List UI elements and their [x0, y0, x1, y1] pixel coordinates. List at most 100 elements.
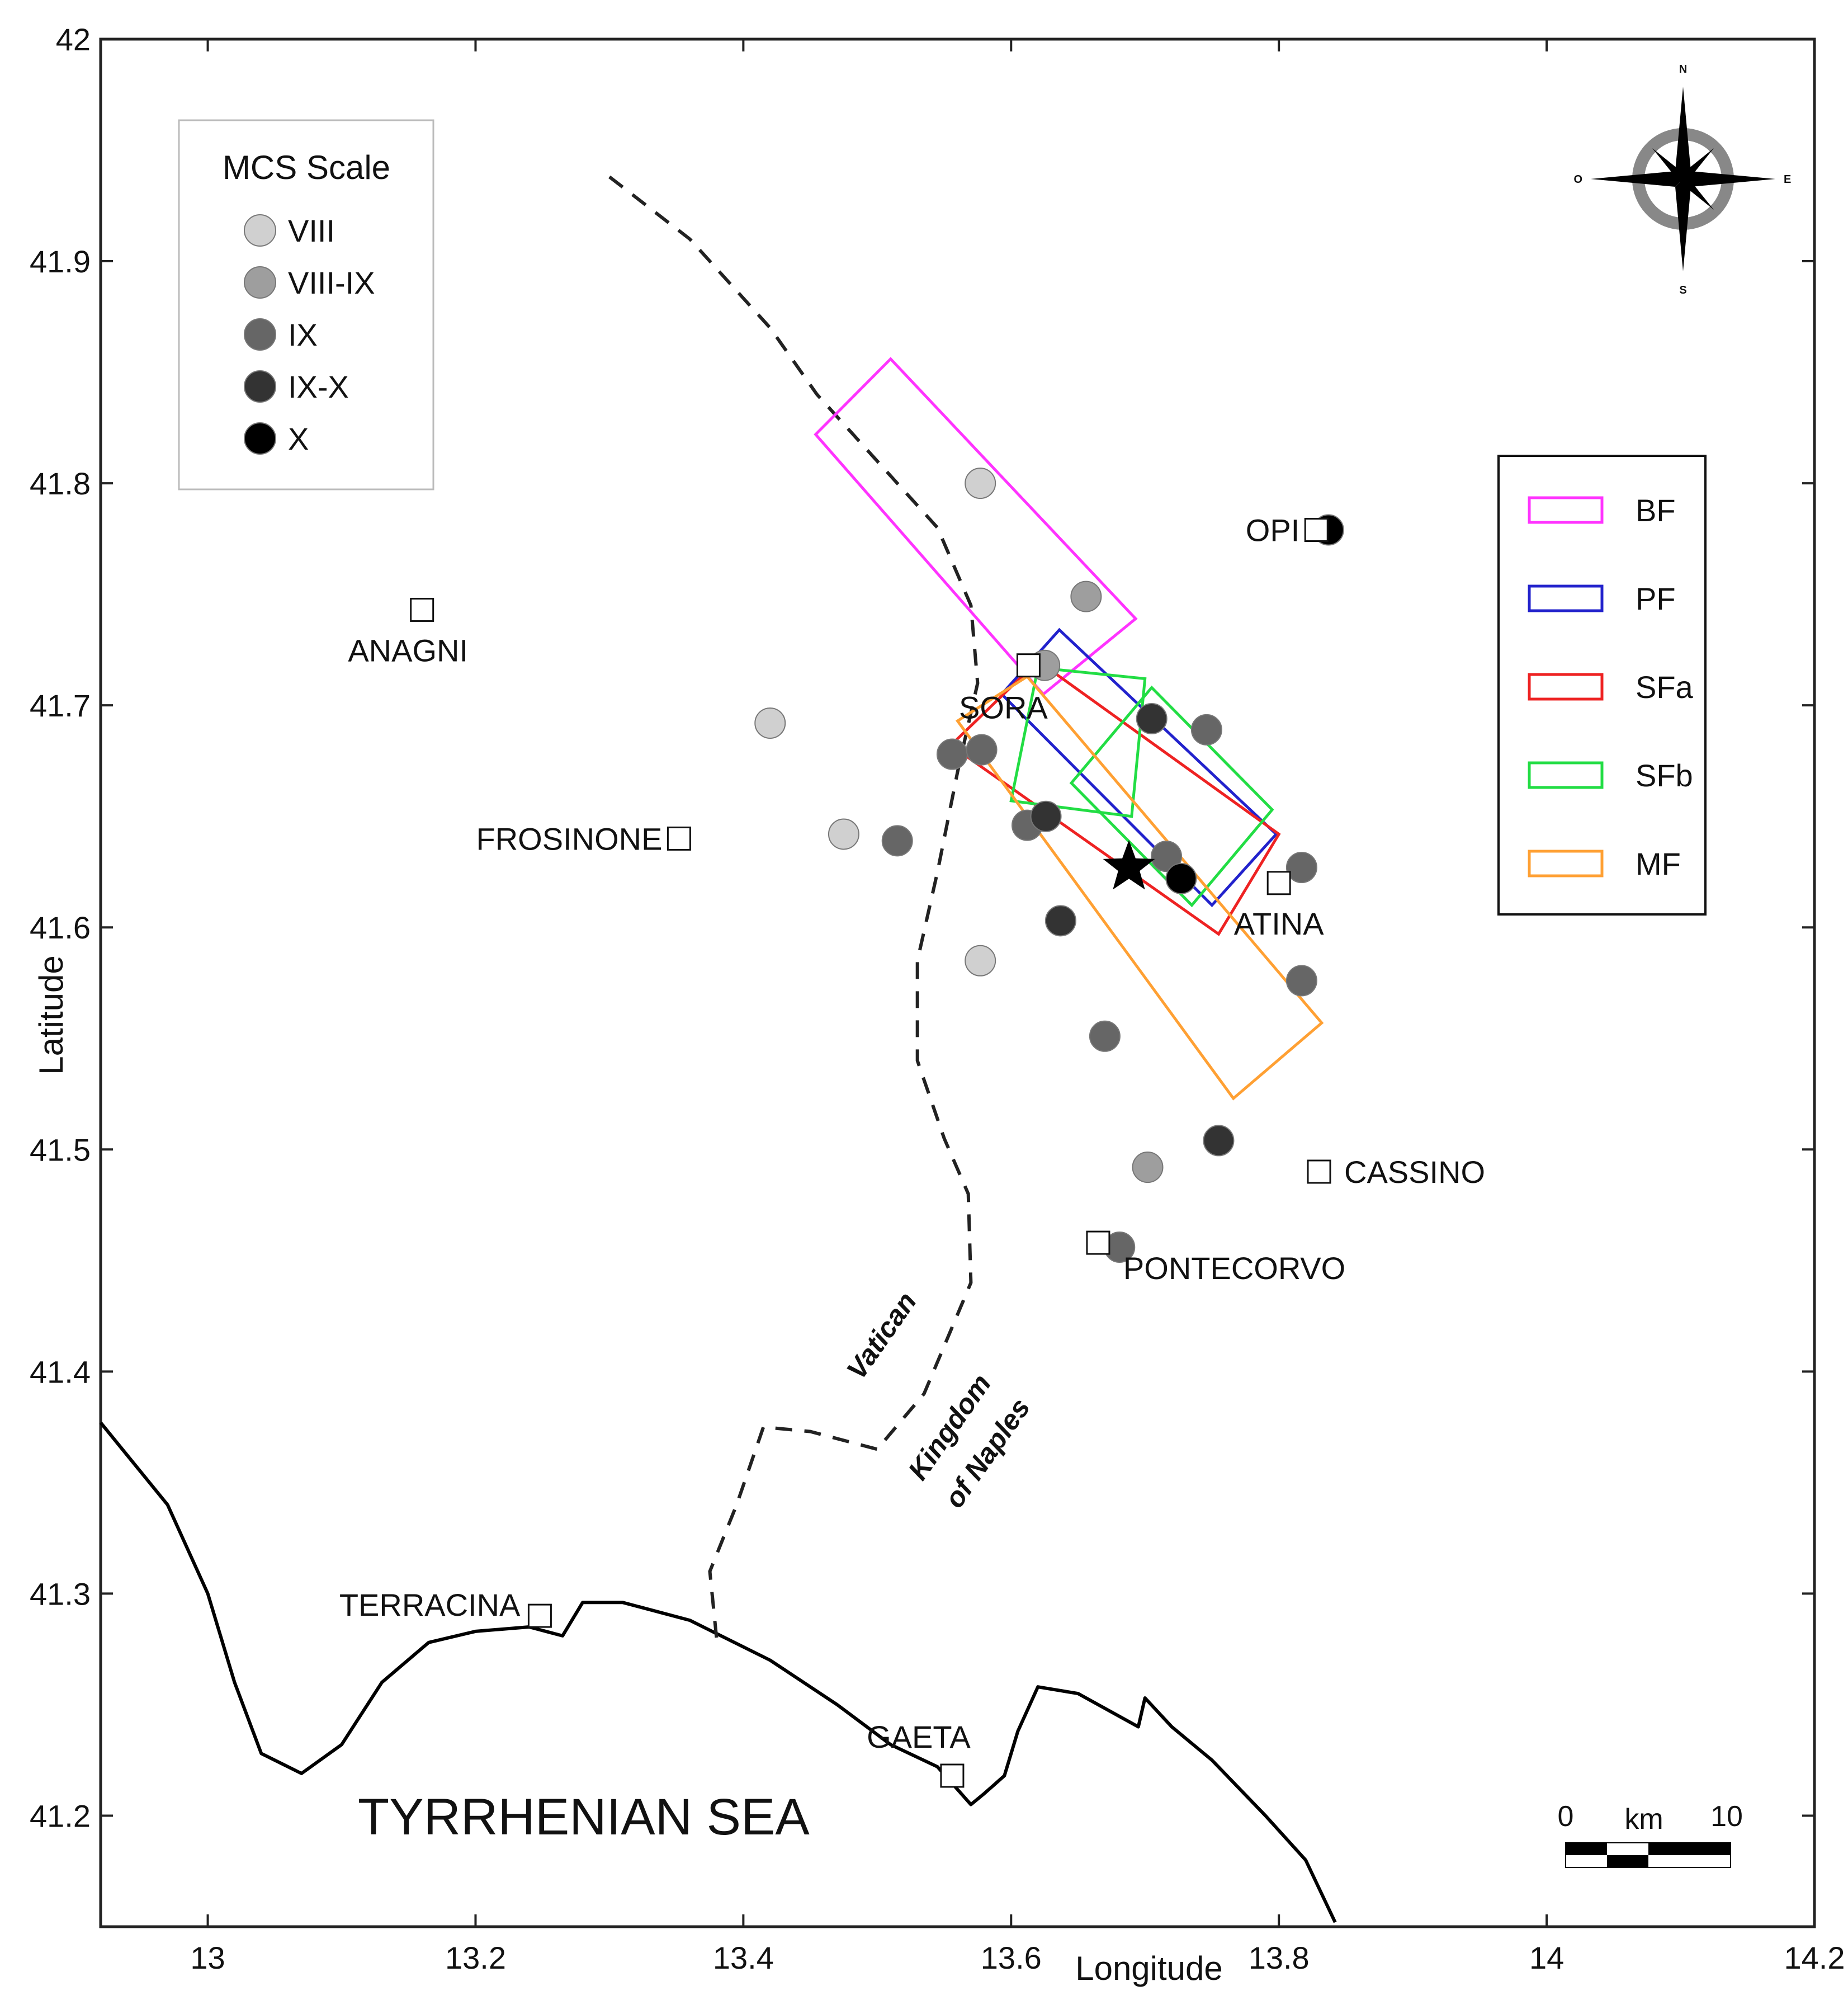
compass-n: N [1679, 63, 1687, 76]
town-label: ANAGNI [348, 633, 468, 668]
town-marker-icon [940, 1763, 965, 1788]
source-legend-label: PF [1636, 581, 1676, 616]
x-tick-label: 14 [1529, 1940, 1564, 1975]
intensity-point [1285, 965, 1317, 997]
scale-bar-left-label: 0 [1558, 1800, 1574, 1833]
scale-bar-segment [1607, 1855, 1648, 1867]
source-legend-swatch [1528, 496, 1604, 524]
source-legend-label: SFa [1636, 669, 1694, 705]
scale-bar-segment [1566, 1843, 1607, 1855]
town-marker-icon [527, 1603, 552, 1628]
compass-needle-west-icon [1591, 171, 1683, 187]
y-tick-label: 42 [56, 22, 91, 57]
source-legend-label: SFb [1636, 758, 1693, 793]
intensity-point [1190, 714, 1222, 746]
intensity-legend-label: IX-X [288, 369, 349, 404]
intensity-point [1165, 862, 1197, 894]
plot-frame [99, 37, 1816, 1928]
y-tick-label: 41.4 [30, 1354, 91, 1389]
intensity-legend-title: MCS Scale [223, 149, 390, 186]
town-label: FROSINONE [476, 821, 663, 856]
town-marker-icon [1266, 871, 1291, 895]
compass-needle-east-icon [1683, 171, 1775, 187]
intensity-legend-label: VIII-IX [288, 265, 375, 300]
source-legend-swatch [1528, 673, 1604, 701]
intensity-legend-label: IX [288, 317, 318, 352]
y-tick-label: 41.2 [30, 1798, 91, 1833]
town-label: ATINA [1234, 906, 1324, 941]
x-tick-label: 13 [190, 1940, 225, 1975]
source-model-sfa [948, 659, 1281, 936]
epicenter-star-icon [1103, 840, 1155, 890]
source-legend-swatch [1528, 584, 1604, 612]
x-tick-label: 14.2 [1784, 1940, 1845, 1975]
scale-bar-segment [1648, 1843, 1731, 1855]
x-axis-title: Longitude [1075, 1950, 1223, 1987]
source-model-sfb [1009, 666, 1147, 818]
scale-bar-unit: km [1624, 1803, 1663, 1836]
intensity-point [1070, 581, 1102, 612]
x-tick-label: 13.2 [445, 1940, 506, 1975]
sea-label: TYRRHENIAN SEA [358, 1789, 810, 1846]
town-marker-icon [410, 597, 434, 622]
x-tick-label: 13.8 [1249, 1940, 1310, 1975]
intensity-point [1132, 1152, 1164, 1183]
coastline [99, 1421, 1337, 1923]
intensity-point [881, 825, 913, 857]
intensity-legend-swatch [244, 214, 276, 247]
town-marker-icon [1304, 518, 1329, 542]
town-marker-icon [1307, 1159, 1331, 1184]
town-marker-icon [1016, 653, 1041, 678]
compass-needle-south-icon [1675, 179, 1691, 271]
intensity-point [1089, 1020, 1121, 1052]
intensity-legend-swatch [244, 266, 276, 299]
compass-w: O [1573, 173, 1582, 186]
intensity-point [965, 468, 996, 499]
source-legend-swatch [1528, 850, 1604, 878]
source-model-mf [955, 674, 1324, 1101]
intensity-point [1285, 852, 1317, 884]
town-markers: ANAGNISORAFROSINONEOPIATINACASSINOPONTEC… [339, 513, 1485, 1788]
town-label: GAETA [867, 1719, 971, 1754]
intensity-point [828, 818, 859, 850]
intensity-point [754, 707, 786, 739]
y-axis-title: Latitude [32, 955, 70, 1075]
intensity-point [1203, 1125, 1235, 1157]
historical-border-line [608, 175, 980, 1639]
town-marker-icon [667, 826, 691, 851]
intensity-point [936, 738, 968, 770]
source-legend-swatch [1528, 761, 1604, 789]
intensity-legend-swatch [244, 370, 276, 403]
axis-ticks [101, 38, 1816, 1927]
source-model-sfb2 [1069, 685, 1274, 908]
y-tick-label: 41.7 [30, 688, 91, 723]
intensity-legend-box [178, 119, 434, 490]
intensity-point [1136, 703, 1168, 734]
scale-bar: 0 km 10 [1558, 1800, 1743, 1868]
town-label: CASSINO [1344, 1154, 1485, 1190]
y-tick-label: 41.8 [30, 466, 91, 501]
town-label: TERRACINA [339, 1587, 521, 1622]
intensity-legend-swatch [244, 318, 276, 351]
intensity-legend-label: X [288, 421, 309, 456]
intensity-points [754, 468, 1344, 1263]
x-tick-label: 13.6 [981, 1940, 1042, 1975]
intensity-point [1151, 841, 1183, 872]
x-tick-label: 13.4 [713, 1940, 774, 1975]
source-legend-label: BF [1636, 493, 1676, 528]
source-legend-label: MF [1636, 846, 1681, 881]
compass-e: E [1784, 173, 1791, 186]
compass-needle-icon [1675, 87, 1691, 179]
y-tick-label: 41.5 [30, 1132, 91, 1167]
intensity-point [1030, 800, 1062, 832]
town-label: SORA [959, 690, 1048, 725]
compass-diagonal2-icon [1652, 148, 1714, 210]
intensity-point [1044, 905, 1076, 937]
